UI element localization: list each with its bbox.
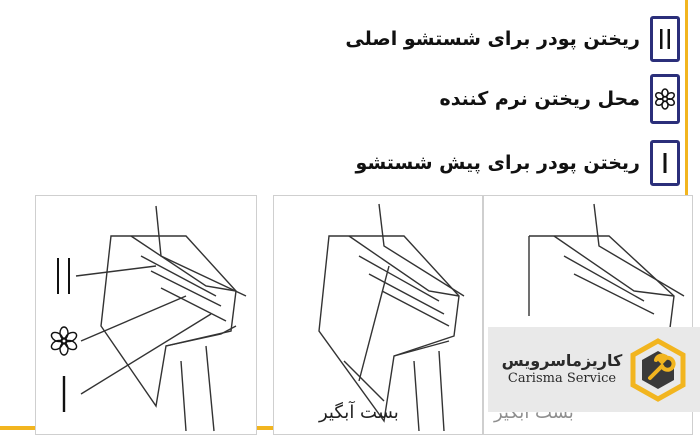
legend-item-softener: محل ریختن نرم کننده	[439, 74, 680, 124]
legend-item-prewash: ریختن پودر برای پیش شستشو	[356, 140, 680, 186]
hexagon-wrench-logo-icon	[626, 337, 690, 402]
flower-icon	[50, 326, 78, 356]
water-clip-caption-middle: بست آبگیر	[319, 402, 399, 423]
brand-name-fa: کاریزماسرویس	[501, 350, 623, 370]
legend-label-main-wash: ریختن پودر برای شستشو اصلی	[345, 28, 640, 50]
brand-name-en: Carisma Service	[507, 371, 617, 387]
double-bar-icon	[57, 258, 70, 294]
drawer-diagram-left	[35, 195, 257, 435]
legend-label-prewash: ریختن پودر برای پیش شستشو	[355, 152, 640, 174]
double-bar-icon	[650, 16, 680, 62]
legend-item-main-wash: ریختن پودر برای شستشو اصلی	[345, 16, 680, 62]
brand-watermark: کاریزماسرویس Carisma Service	[488, 327, 700, 412]
legend-label-softener: محل ریختن نرم کننده	[439, 88, 640, 110]
drawer-diagram-middle: بست آبگیر	[273, 195, 483, 435]
single-bar-icon	[650, 140, 680, 186]
flower-icon	[650, 74, 680, 124]
